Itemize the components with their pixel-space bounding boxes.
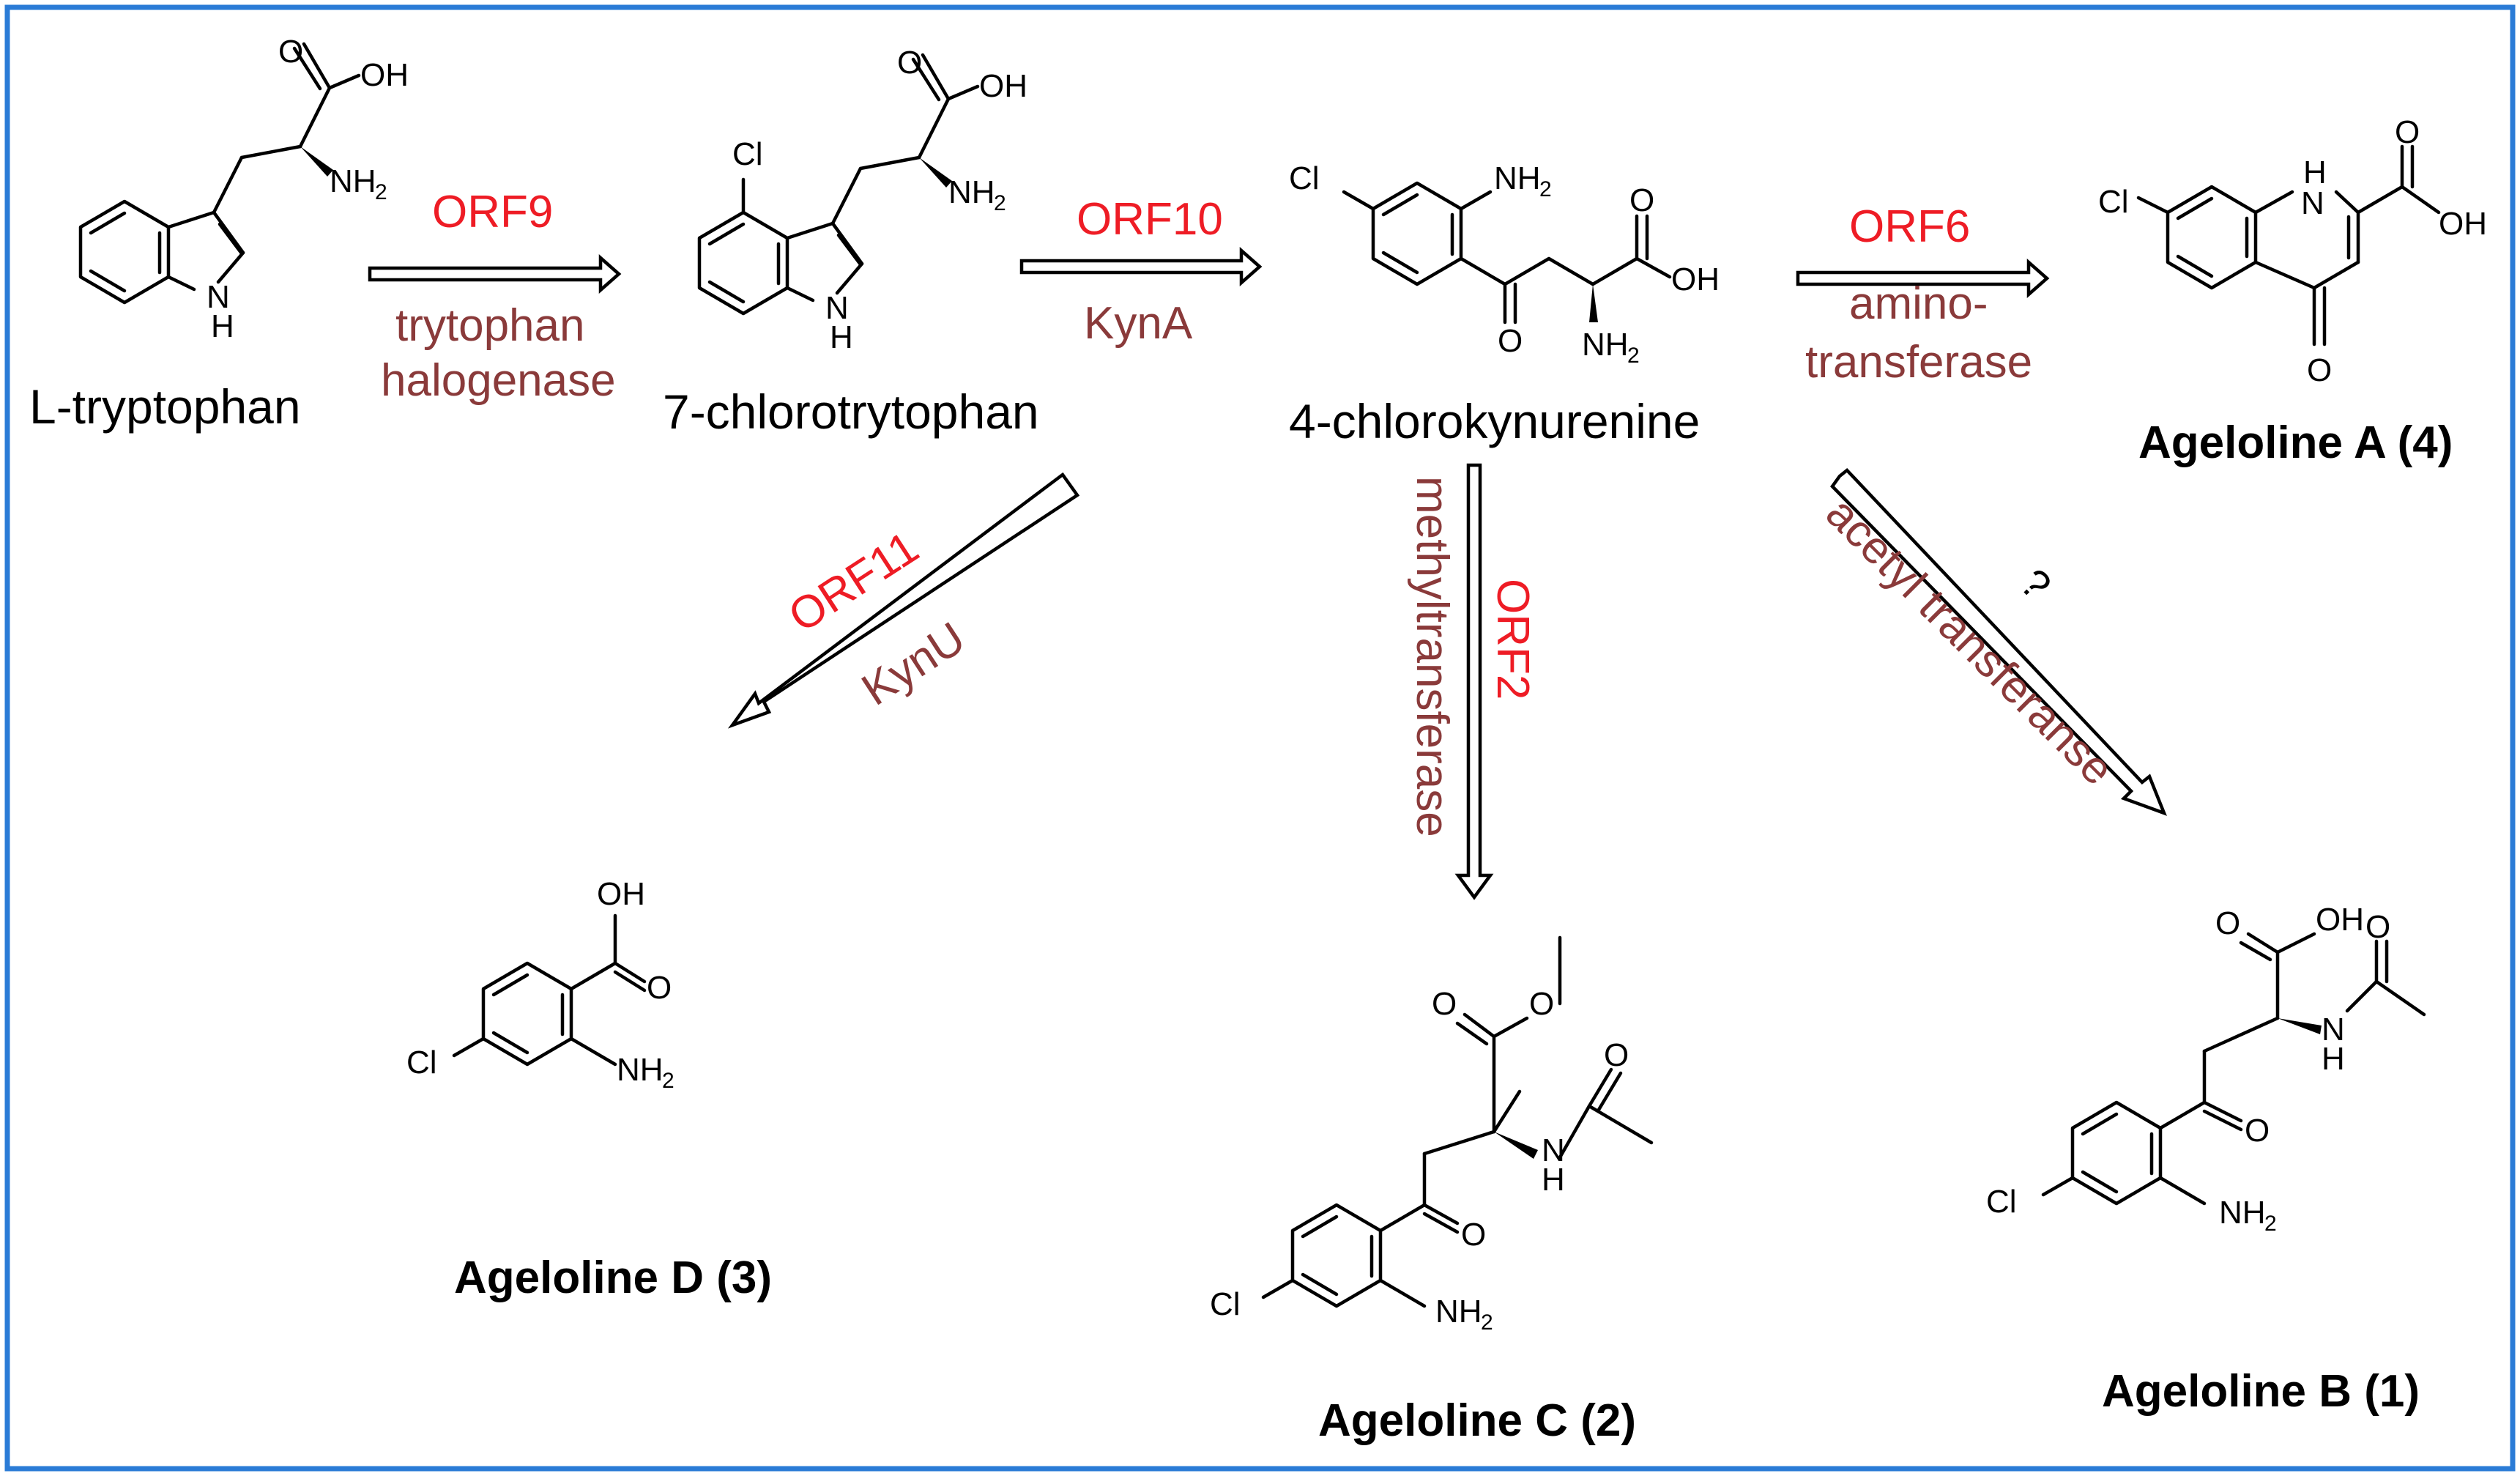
atom-oh: OH	[2316, 902, 2364, 938]
gene-label-orf2: ORF2	[1487, 579, 1538, 700]
atom-sub2: 2	[1627, 344, 1640, 368]
compound-label-chlorokynurenine: 4-chlorokynurenine	[1289, 394, 1700, 448]
atom-oh: OH	[1671, 262, 1720, 297]
atom-oh: OH	[979, 68, 1027, 104]
atom-sub2: 2	[375, 180, 387, 204]
wedge-bond	[919, 157, 952, 188]
structure-chlorokynurenine	[1342, 181, 1672, 325]
atom-h: H	[211, 308, 234, 344]
enzyme-label-orf10: KynA	[1084, 298, 1193, 349]
enzyme-label-orf2: methyltransferase	[1407, 476, 1457, 837]
structure-chlorotryptophan	[697, 53, 980, 316]
atom-h: H	[2303, 155, 2327, 190]
reaction-arrow-orf2	[1454, 463, 1494, 900]
reaction-arrow-orf6	[1796, 259, 2050, 298]
reaction-arrow-orf11	[727, 472, 1080, 729]
atom-h: H	[1542, 1162, 1565, 1198]
compound-label-ageloline-c: Ageloline C (2)	[1318, 1395, 1636, 1446]
structure-ageloline-a	[2136, 144, 2441, 346]
atom-cl: Cl	[1289, 160, 1320, 196]
compound-label-ageloline-a: Ageloline A (4)	[2138, 418, 2453, 468]
atom-o: O	[1629, 182, 1654, 218]
atom-nh2: NH	[1582, 327, 1629, 363]
atom-cl: Cl	[1210, 1286, 1241, 1322]
reaction-arrow-orf10	[1019, 247, 1263, 286]
atom-o: O	[278, 34, 303, 70]
structure-ageloline-b	[2041, 932, 2426, 1206]
atom-cl: Cl	[1986, 1184, 2017, 1220]
atom-oh: OH	[597, 876, 645, 912]
atom-cl: Cl	[406, 1045, 437, 1080]
atom-sub2: 2	[994, 191, 1006, 215]
atom-o: O	[647, 970, 672, 1006]
atom-o: O	[1529, 986, 1554, 1022]
enzyme-label-orf9-line1: trytophan	[395, 300, 585, 351]
structure-ageloline-d	[452, 913, 647, 1067]
atom-o: O	[2395, 114, 2420, 150]
gene-label-orf9: ORF9	[432, 187, 553, 237]
atom-cl: Cl	[732, 136, 763, 172]
compound-label-ageloline-b: Ageloline B (1)	[2102, 1366, 2420, 1417]
atom-oh: OH	[2439, 206, 2487, 242]
atom-sub2: 2	[1481, 1310, 1493, 1335]
atom-o: O	[1604, 1037, 1629, 1073]
structure-tryptophan	[78, 42, 361, 305]
compound-label-tryptophan: L-tryptophan	[29, 379, 301, 434]
atom-nh2: NH	[1435, 1294, 1482, 1329]
atom-cl: Cl	[2098, 184, 2129, 220]
atom-nh2: NH	[948, 174, 995, 210]
enzyme-label-orf6-line1: amino-	[1849, 278, 1988, 329]
atom-o: O	[1498, 323, 1523, 359]
atom-n: N	[2301, 185, 2324, 221]
wedge-bond	[300, 147, 333, 177]
atom-n: N	[1542, 1132, 1565, 1168]
atom-o: O	[897, 45, 922, 81]
reaction-arrow-acetyl	[1830, 467, 2167, 816]
atom-o: O	[2215, 905, 2240, 941]
compound-label-chlorotryptophan: 7-chlorotrytophan	[663, 385, 1039, 439]
atom-nh2: NH	[1494, 160, 1541, 196]
atom-o: O	[2245, 1113, 2270, 1149]
wedge-bond	[1494, 1132, 1538, 1159]
atom-o: O	[2365, 909, 2390, 945]
atom-o: O	[1461, 1217, 1486, 1253]
atom-o: O	[1432, 986, 1457, 1022]
atom-n: N	[825, 290, 849, 326]
atom-sub2: 2	[662, 1069, 674, 1093]
atom-n: N	[207, 279, 230, 315]
atom-h: H	[2322, 1041, 2345, 1077]
atom-oh: OH	[360, 57, 409, 93]
reaction-arrow-orf9	[368, 254, 622, 294]
atom-h: H	[830, 319, 853, 355]
atom-nh2: NH	[617, 1052, 664, 1088]
atom-o: O	[2307, 352, 2332, 388]
wedge-bond	[1589, 284, 1598, 322]
atom-n: N	[2322, 1012, 2345, 1047]
wedge-bond	[2278, 1018, 2322, 1034]
gene-label-orf10: ORF10	[1077, 194, 1223, 245]
enzyme-label-orf9-line2: halogenase	[381, 355, 616, 406]
gene-label-orf6: ORF6	[1849, 201, 1970, 252]
enzyme-label-acetyl: acetyl transferanse	[1816, 488, 2123, 795]
enzyme-label-orf6-line2: transferase	[1805, 337, 2032, 387]
atom-nh2: NH	[330, 163, 376, 199]
structure-ageloline-c	[1261, 935, 1654, 1308]
gene-label-orf11: ORF11	[780, 522, 927, 642]
gene-label-unknown: ?	[2012, 560, 2061, 609]
compound-label-ageloline-d: Ageloline D (3)	[454, 1253, 772, 1303]
atom-sub2: 2	[2264, 1212, 2277, 1236]
atom-sub2: 2	[1539, 177, 1552, 201]
atom-nh2: NH	[2219, 1195, 2266, 1231]
diagram-frame	[4, 4, 2516, 1472]
